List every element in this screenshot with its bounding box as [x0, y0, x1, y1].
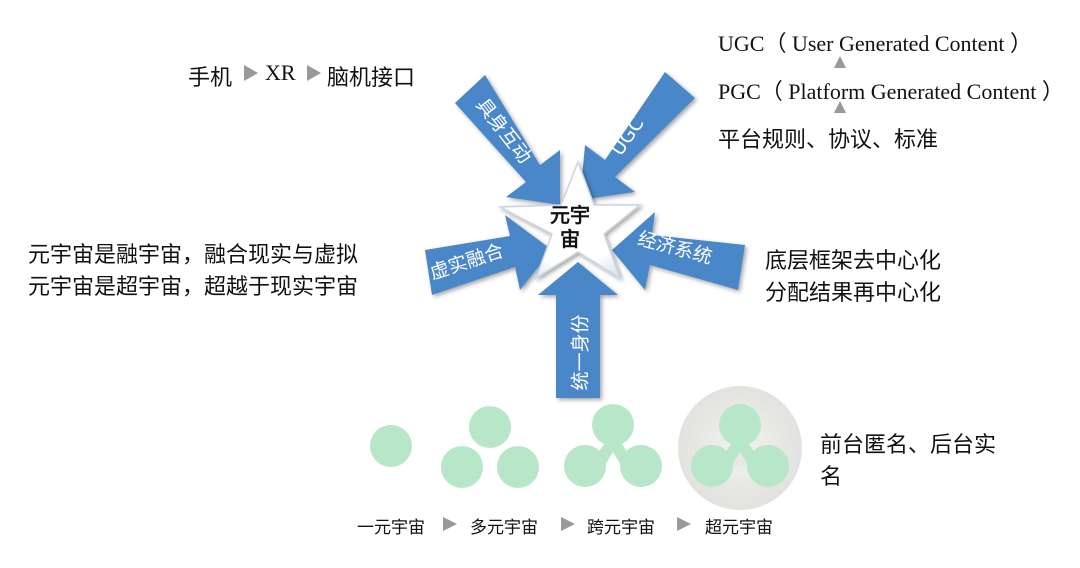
- arrow-ugc: [580, 72, 695, 200]
- right-description-line2: 分配结果再中心化: [765, 281, 942, 306]
- stage-label-cross: 跨元宇宙: [587, 518, 655, 538]
- stage-label-hyper: 超元宇宙: [705, 518, 773, 538]
- platform-rules: 平台规则、协议、标准: [718, 128, 939, 153]
- device-xr: XR: [265, 60, 296, 85]
- arrow-virtual-real: [425, 215, 552, 295]
- arrow-economy: [612, 212, 745, 290]
- device-bci: 脑机接口: [327, 66, 416, 91]
- anonymity-note-line1: 前台匿名、后台实: [820, 433, 997, 458]
- arrow-marker-icon: [443, 517, 457, 531]
- stage-multi-circles: [441, 406, 539, 488]
- stage-cross-circles: [564, 404, 662, 487]
- center-title: 元宇 宙: [530, 203, 610, 251]
- device-phone: 手机: [188, 66, 233, 91]
- stage-label-multi: 多元宇宙: [470, 518, 538, 538]
- ugc-definition: UGC（ User Generated Content ）: [718, 31, 1033, 56]
- center-star: [497, 159, 643, 280]
- up-arrow-icon: [834, 101, 846, 113]
- left-description-line1: 元宇宙是融宇宙，融合现实与虚拟: [28, 243, 359, 268]
- right-description: 底层框架去中心化 分配结果再中心化: [765, 246, 941, 310]
- arrow-embodied: [455, 75, 560, 205]
- stage-single-circle: [370, 425, 412, 467]
- center-title-line2: 宙: [560, 227, 580, 251]
- anonymity-note-line2: 名: [820, 465, 843, 490]
- arrow-marker-icon: [677, 517, 691, 531]
- anonymity-note: 前台匿名、后台实 名: [820, 430, 996, 494]
- left-description: 元宇宙是融宇宙，融合现实与虚拟 元宇宙是超宇宙，超越于现实宇宙: [28, 240, 358, 304]
- stage-hyper-circles: [678, 386, 802, 510]
- up-arrow-icon: [834, 56, 846, 68]
- center-title-line1: 元宇: [550, 203, 590, 227]
- arrow-marker-icon: [561, 517, 575, 531]
- label-unified-identity: 统一身份: [569, 314, 592, 391]
- right-description-line1: 底层框架去中心化: [765, 249, 942, 274]
- arrow-identity: [538, 262, 618, 398]
- arrow-marker-icon: [244, 65, 258, 81]
- pgc-definition: PGC（ Platform Generated Content ）: [718, 79, 1064, 104]
- arrow-marker-icon: [307, 65, 321, 81]
- left-description-line2: 元宇宙是超宇宙，超越于现实宇宙: [28, 275, 359, 300]
- stage-label-mono: 一元宇宙: [357, 518, 425, 538]
